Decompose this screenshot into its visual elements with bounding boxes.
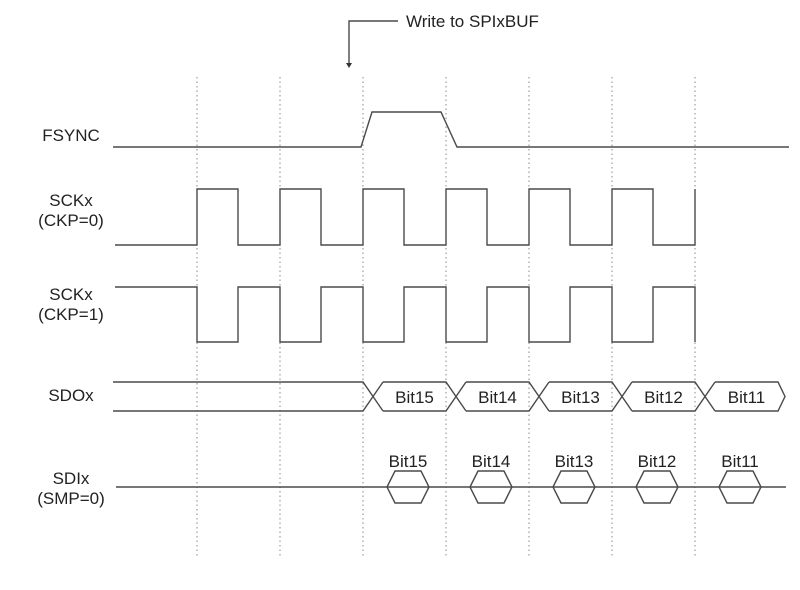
sck-ckp0-waveform: [115, 188, 696, 246]
sdo-bit-cell: [632, 381, 716, 412]
write-annotation: Write to SPIxBUF: [346, 12, 539, 68]
sdo-idle-segment: [113, 381, 384, 412]
sdo-bit-labels: Bit15 Bit14 Bit13 Bit12 Bit11: [395, 388, 765, 407]
sdo-bit-label: Bit14: [478, 388, 517, 407]
sdi-bit-label: Bit11: [721, 452, 759, 471]
sdi-bit-label: Bit13: [555, 452, 594, 471]
sck-ckp1-waveform: [115, 286, 696, 343]
signal-label-sdi: SDIx: [53, 469, 90, 488]
signal-label-sck0-mode: (CKP=0): [38, 211, 104, 230]
fsync-waveform: [113, 111, 789, 148]
sdi-sample-window: [469, 470, 513, 504]
annotation-leader-line: [348, 20, 398, 64]
arrow-down-icon: [346, 63, 352, 68]
timing-grid: [196, 77, 696, 558]
signal-label-sdo: SDOx: [48, 386, 94, 405]
sdi-sample-window: [635, 470, 679, 504]
sdo-bit-cell: [715, 381, 786, 412]
sdo-bit-label: Bit12: [644, 388, 683, 407]
sdi-bit-label: Bit15: [389, 452, 428, 471]
sdo-bit-label: Bit15: [395, 388, 434, 407]
sdi-sample-window: [386, 470, 430, 504]
sdo-bit-label: Bit11: [728, 388, 766, 407]
sdi-sample-window: [552, 470, 596, 504]
sdi-bit-labels: Bit15 Bit14 Bit13 Bit12 Bit11: [389, 452, 759, 471]
sdi-bit-label: Bit14: [472, 452, 511, 471]
sdo-waveform: [113, 381, 786, 412]
signal-label-sck0: SCKx: [49, 191, 93, 210]
signal-label-sck1-mode: (CKP=1): [38, 305, 104, 324]
sdo-bit-cell: [549, 381, 633, 412]
sdo-bit-label: Bit13: [561, 388, 600, 407]
sdi-bit-label: Bit12: [638, 452, 677, 471]
annotation-text: Write to SPIxBUF: [406, 12, 539, 31]
signal-label-fsync: FSYNC: [42, 126, 100, 145]
signal-label-sck1: SCKx: [49, 285, 93, 304]
sdo-bit-cell: [466, 381, 550, 412]
sdi-waveform: [116, 470, 786, 504]
sdo-bit-cell: [383, 381, 467, 412]
signal-label-sdi-mode: (SMP=0): [37, 489, 105, 508]
sdi-sample-window: [718, 470, 762, 504]
